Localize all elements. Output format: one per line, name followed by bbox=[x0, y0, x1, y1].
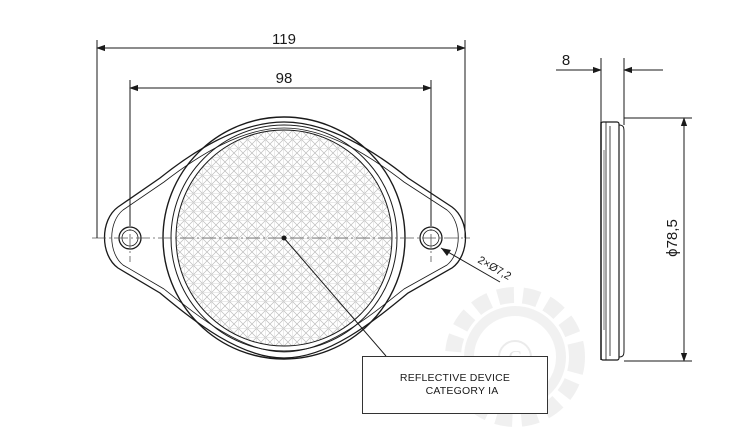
dimension-hole-spacing bbox=[129, 80, 432, 226]
dimension-diameter-label: ϕ78,5 bbox=[664, 219, 681, 257]
dimension-diameter bbox=[624, 117, 692, 362]
callout-leader bbox=[281, 235, 387, 357]
mounting-flange-outline bbox=[104, 121, 466, 359]
dimension-thickness bbox=[556, 58, 663, 125]
dimension-98-label: 98 bbox=[276, 70, 293, 87]
dimension-overall-width bbox=[96, 40, 466, 238]
mounting-flange-inner-outline bbox=[111, 127, 459, 353]
side-view bbox=[600, 121, 625, 361]
dimension-8-label: 8 bbox=[562, 52, 570, 69]
callout-line-1: REFLECTIVE DEVICE bbox=[399, 372, 511, 384]
reflective-device-callout-box: REFLECTIVE DEVICE CATEGORY IA bbox=[362, 356, 548, 414]
callout-line-2: CATEGORY IA bbox=[425, 385, 499, 397]
dimension-119-label: 119 bbox=[272, 31, 296, 48]
hole-diameter-leader bbox=[440, 247, 501, 283]
